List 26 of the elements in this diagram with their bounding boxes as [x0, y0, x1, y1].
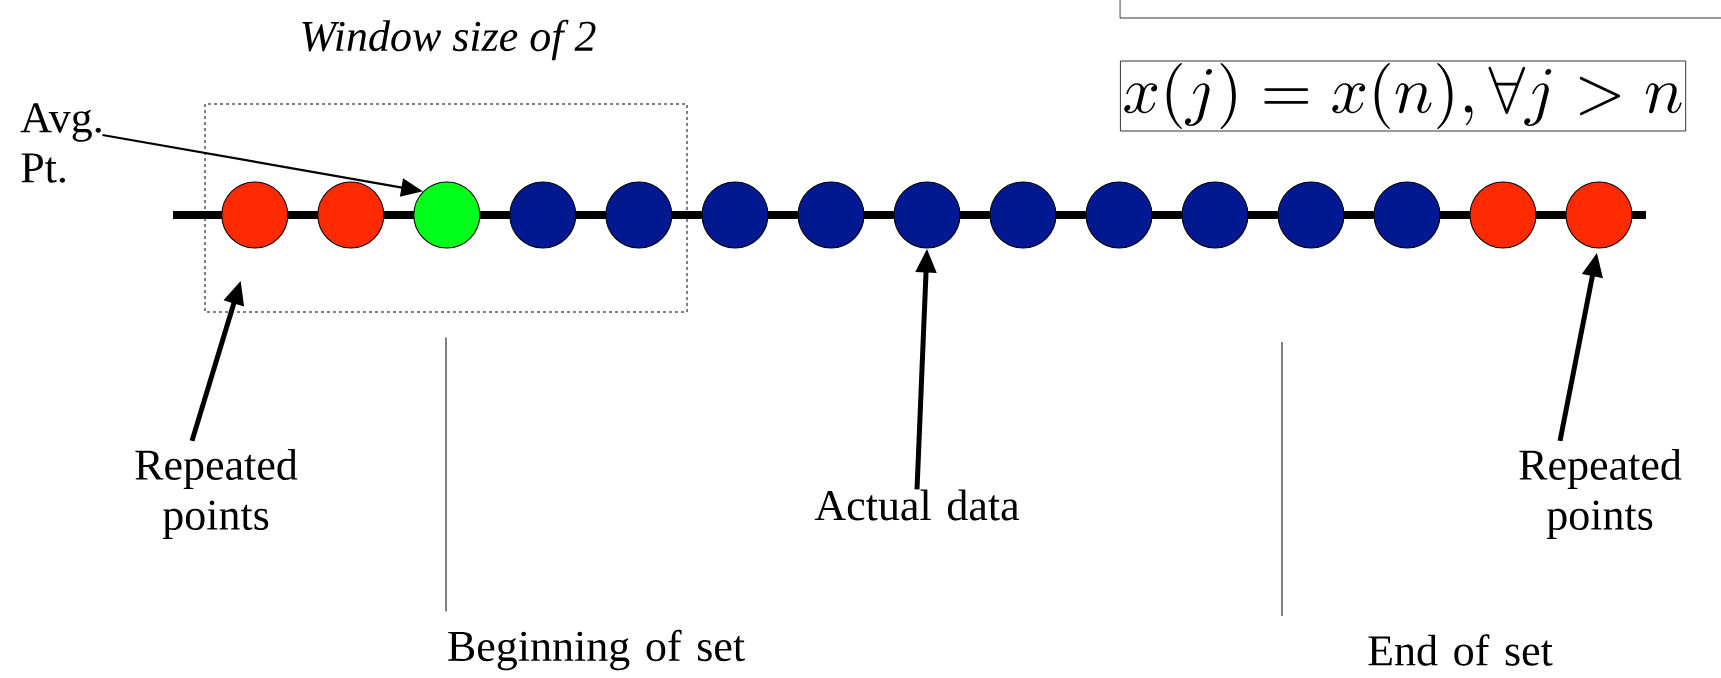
formula-box: $x(j) = x(n), \forall j > n$	[1120, 60, 1687, 132]
data-point	[701, 181, 769, 249]
data-point	[413, 181, 481, 249]
data-point	[797, 181, 865, 249]
data-point	[1181, 181, 1249, 249]
data-point	[509, 181, 577, 249]
data-point	[317, 181, 385, 249]
data-point	[1373, 181, 1441, 249]
callout-label: Repeated points	[1519, 449, 1682, 539]
window-title: Window size of 2	[302, 19, 596, 61]
callout-label: Beginning of set	[448, 629, 745, 671]
callout-label: Avg. Pt.	[20, 103, 101, 183]
data-point	[1565, 181, 1633, 249]
data-point	[989, 181, 1057, 249]
data-point	[1085, 181, 1153, 249]
formula-box	[1119, 0, 1721, 19]
data-point	[221, 181, 289, 249]
data-point	[1277, 181, 1345, 249]
callout-label: Actual data	[814, 489, 1020, 521]
data-point	[1469, 181, 1537, 249]
callout-label: End of set	[1368, 634, 1553, 666]
data-point	[605, 181, 673, 249]
callout-label: Repeated points	[135, 449, 298, 539]
leader-line	[445, 337, 447, 613]
leader-line	[1281, 341, 1283, 617]
data-point	[893, 181, 961, 249]
